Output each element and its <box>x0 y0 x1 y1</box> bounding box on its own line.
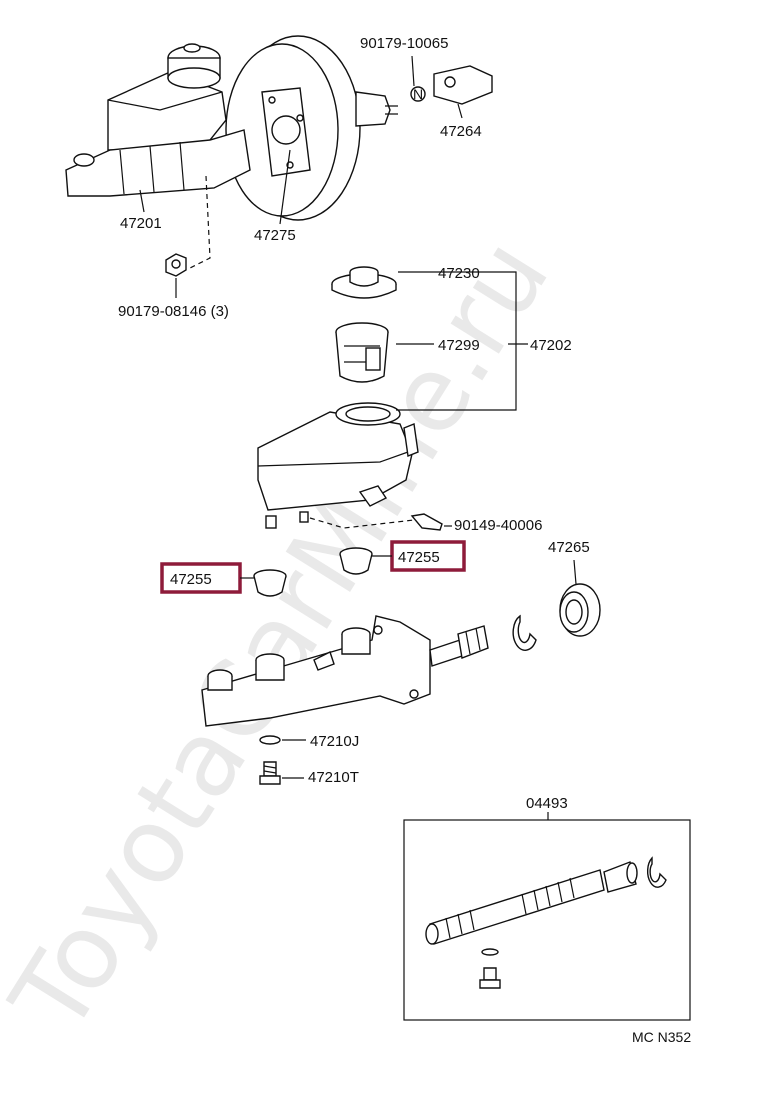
label-47202: 47202 <box>530 337 572 354</box>
label-47264: 47264 <box>440 123 482 140</box>
screw-illustration <box>259 761 281 785</box>
label-47255-left[interactable]: 47255 <box>170 571 212 588</box>
kit-washer-illustration <box>481 948 499 956</box>
clevis-illustration: N <box>410 65 493 105</box>
label-47265: 47265 <box>548 539 590 556</box>
leader-47201 <box>139 189 145 213</box>
washer-illustration <box>259 735 281 745</box>
label-90179-08146: 90179-08146 (3) <box>118 303 229 320</box>
diagram-code: MC N352 <box>632 1029 691 1045</box>
reservoir-strainer-illustration <box>335 322 389 383</box>
reservoir-illustration <box>257 402 419 529</box>
brake-booster-illustration <box>225 35 398 221</box>
leader-90179-10065 <box>411 55 415 87</box>
leader-47265 <box>573 559 577 585</box>
watermark-text: ToyotaCarMine.ru <box>0 218 573 1054</box>
label-47299: 47299 <box>438 337 480 354</box>
piston-kit-illustration <box>425 861 638 945</box>
label-47255-right[interactable]: 47255 <box>398 549 440 566</box>
kit-screw-illustration <box>479 967 501 989</box>
label-47210T: 47210T <box>308 769 359 786</box>
nut-connector-line <box>189 175 211 269</box>
nut-n-mark: N <box>413 86 423 102</box>
label-47210J: 47210J <box>310 733 359 750</box>
label-90179-10065: 90179-10065 <box>360 35 448 52</box>
label-90149-40006: 90149-40006 <box>454 517 542 534</box>
pin-connector-line <box>309 517 415 529</box>
label-47201: 47201 <box>120 215 162 232</box>
retainer-pin-illustration <box>410 513 443 531</box>
repair-kit-box <box>403 819 691 1021</box>
label-47230: 47230 <box>438 265 480 282</box>
label-04493: 04493 <box>526 795 568 812</box>
bracket-47202 <box>396 271 517 411</box>
grommet-left-illustration <box>253 569 287 597</box>
master-cylinder-assembly-illustration <box>65 43 251 197</box>
master-cylinder-body-illustration <box>201 615 489 727</box>
label-47275: 47275 <box>254 227 296 244</box>
leader-47275 <box>279 149 291 225</box>
snap-ring-illustration <box>512 614 537 651</box>
nut-illustration <box>165 253 187 277</box>
leader-47264 <box>457 103 463 119</box>
seal-illustration <box>559 583 601 637</box>
grommet-right-illustration <box>339 547 373 575</box>
reservoir-cap-illustration <box>331 266 397 299</box>
kit-snap-ring-illustration <box>646 856 667 888</box>
